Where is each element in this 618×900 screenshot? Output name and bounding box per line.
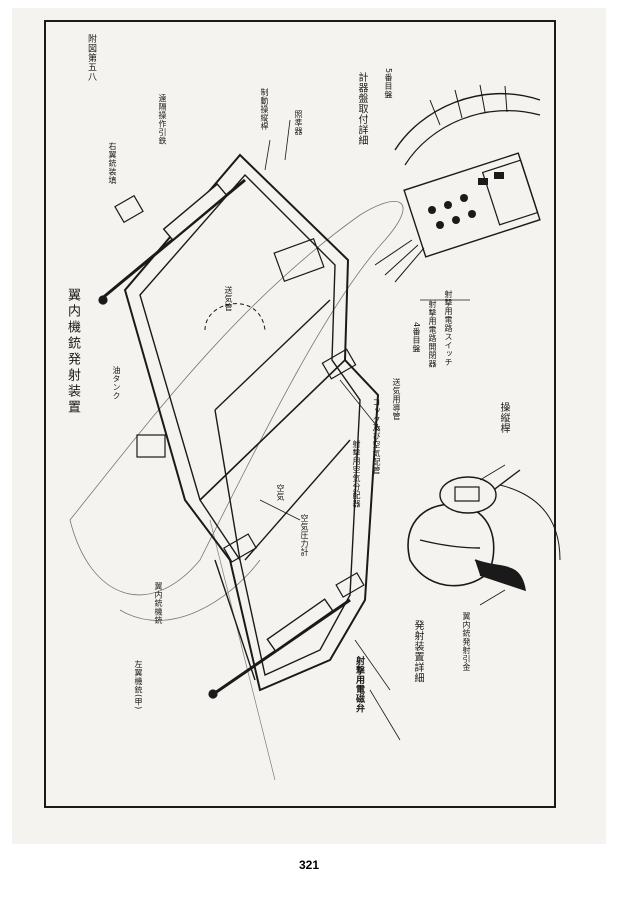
label-firing-lever: 制動操縦桿 <box>260 88 269 131</box>
grip-band <box>419 539 481 549</box>
switch-box-front <box>481 159 539 226</box>
upper-fitting <box>114 194 144 224</box>
label-firing-valve: 射撃用空気分配器 <box>352 440 361 508</box>
wire-bundle <box>374 239 425 283</box>
label-gun-pipe: 翼内銃機銃 <box>154 582 163 625</box>
wing-outline <box>69 201 404 596</box>
grip-top <box>439 476 497 514</box>
label-supply-line: 送気用導管 <box>392 378 401 421</box>
label-cock-line: コック及び空気配管 <box>372 398 381 475</box>
trigger-lever <box>474 559 527 592</box>
label-panel-no5: 5番目盤 <box>384 68 393 100</box>
drawing-title: 翼内機銃発射装置 <box>65 288 80 416</box>
valve-block <box>321 348 357 380</box>
label-gun-switch: 射撃用電路開閉器 <box>428 300 437 368</box>
grip-cap <box>454 486 480 502</box>
wing-tip-line <box>209 519 276 781</box>
drawing-frame <box>44 20 556 808</box>
cross-pipe-1 <box>199 359 346 501</box>
label-firing-switch: 射撃用電路スイッチ <box>444 290 453 367</box>
page-number: 321 <box>298 858 320 872</box>
label-trigger-pipe: 遠隔操作引鉄 <box>158 94 167 145</box>
document-sheet <box>12 8 606 844</box>
cross-pipe-2 <box>214 299 331 411</box>
label-control-stick: 操縦桿 <box>498 402 509 434</box>
label-stop-cock: 射撃用電磁弁 <box>354 656 364 713</box>
pressure-box <box>273 237 325 283</box>
label-air-line: 空気 <box>276 484 285 501</box>
bracket-box <box>136 434 166 458</box>
upper-gun-body <box>162 183 228 241</box>
label-left-gun-charger: 左翼機銃(甲) <box>134 660 143 710</box>
dash-circle <box>204 303 266 331</box>
label-right-gun-charger: 右翼銃装填 <box>108 142 117 185</box>
label-pressure-gauge: 空気圧力計 <box>300 514 309 557</box>
label-fuel-cock: 油タンク <box>112 366 121 400</box>
cross-pipe-4 <box>244 439 351 561</box>
lower-gun-body <box>266 598 334 652</box>
inner-pipe-loop <box>139 173 361 676</box>
right-block <box>335 572 365 598</box>
panel-arc-2 <box>404 110 541 166</box>
label-instrument-detail: 計器盤取付詳細 <box>356 72 367 146</box>
label-trigger-detail: 発射装置詳細 <box>412 620 423 683</box>
cross-pipe-3 <box>214 409 241 561</box>
lower-pipe <box>214 559 256 681</box>
outer-pipe-loop <box>123 153 380 692</box>
wing-leading-edge <box>119 559 261 621</box>
label-panel-no4: 4番目盤 <box>412 322 421 354</box>
switch-knobs <box>428 172 504 229</box>
panel-arc <box>394 92 541 151</box>
panel-hatch <box>429 84 508 126</box>
label-lever-link: 翼内銃発射引金 <box>462 612 471 672</box>
stick-line <box>499 484 561 561</box>
corner-note: 附図第五八 <box>86 34 96 82</box>
label-distribution-pipe: 送気管 <box>224 286 233 312</box>
switch-box <box>403 152 541 258</box>
grip-body <box>407 503 495 587</box>
label-gun-sight: 照準器 <box>294 110 303 136</box>
lower-block <box>223 533 257 563</box>
